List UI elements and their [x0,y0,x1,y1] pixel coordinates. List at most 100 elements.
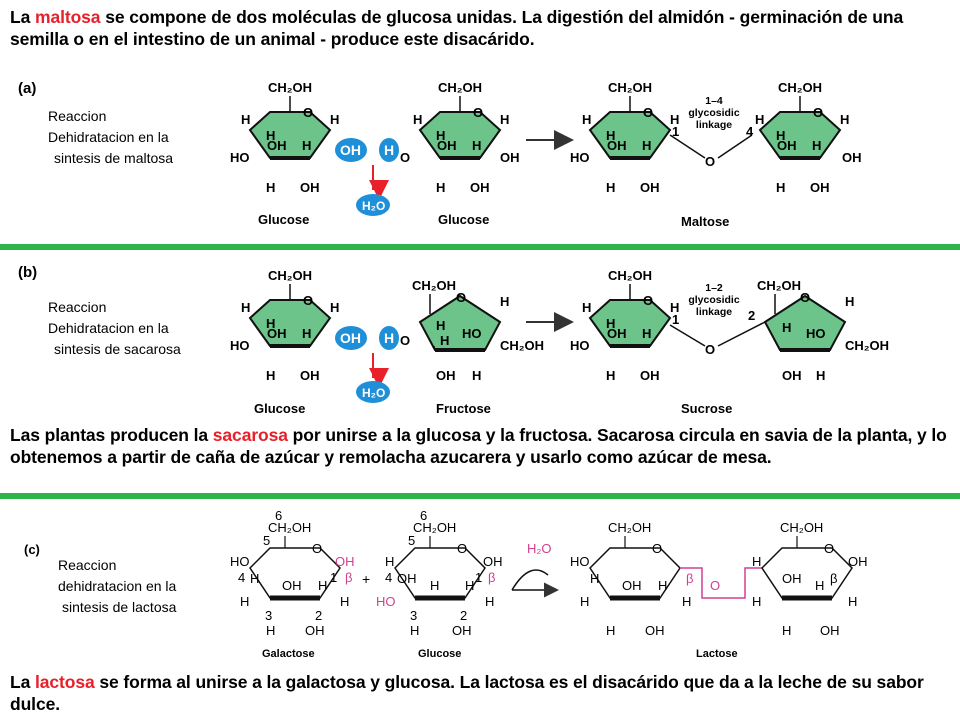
water-arc-arrow-c [511,569,549,591]
svg-text:H: H [266,180,275,195]
svg-text:OH: OH [335,554,355,569]
linkage-a-line3: linkage [695,119,733,131]
svg-text:OH: OH [300,368,320,383]
svg-text:H: H [840,112,849,127]
section-b-glucose-label: Glucose [254,401,306,416]
svg-text:H: H [812,138,821,153]
svg-text:β: β [488,570,495,585]
svg-text:CH₂OH: CH₂OH [268,80,312,95]
svg-text:H: H [848,594,857,609]
svg-text:OH: OH [282,578,302,593]
svg-text:6: 6 [275,508,282,523]
divider-top [0,244,960,250]
svg-text:HO: HO [376,594,396,609]
svg-text:4: 4 [385,570,392,585]
svg-text:CH₂OH: CH₂OH [438,80,482,95]
svg-text:O: O [400,150,410,165]
svg-text:4: 4 [746,124,754,139]
svg-text:OH: OH [782,571,802,586]
svg-text:H: H [413,112,422,127]
svg-text:H: H [500,294,509,309]
svg-text:H: H [582,300,591,315]
svg-text:OH: OH [437,138,457,153]
svg-text:OH: OH [267,326,287,341]
svg-text:O: O [457,541,467,556]
svg-text:HO: HO [462,326,482,341]
svg-text:H: H [436,180,445,195]
section-b-sucrose-label: Sucrose [681,401,733,416]
svg-text:3: 3 [265,608,272,623]
outro-text-start: La [10,672,35,692]
svg-text:OH: OH [820,623,840,638]
intro-paragraph: La maltosa se compone de dos moléculas d… [10,6,955,50]
intro-keyword-maltosa: maltosa [35,7,101,27]
middle-text-end: por unirse a la glucosa y la fructosa. S… [10,425,947,467]
svg-text:OH: OH [622,578,642,593]
linkage-b-line1: 1–2 [705,282,723,294]
svg-text:H: H [302,326,311,341]
svg-text:H: H [845,294,854,309]
svg-text:OH: OH [470,180,490,195]
section-a-linkage-label: 1–4 glycosidic linkage [684,95,744,131]
svg-text:CH₂OH: CH₂OH [778,80,822,95]
svg-text:HO: HO [570,338,590,353]
svg-text:O: O [705,154,715,169]
svg-text:OH: OH [483,554,503,569]
svg-text:OH: OH [842,150,862,165]
svg-text:H: H [472,138,481,153]
svg-text:CH₂OH: CH₂OH [780,520,823,535]
svg-text:H: H [580,594,589,609]
svg-text:H: H [472,368,481,383]
section-a-desc-line3: sintesis de maltosa [54,150,174,166]
svg-text:CH₂OH: CH₂OH [268,268,312,283]
hydrogen-label-a: H [384,142,394,158]
svg-text:O: O [473,105,483,120]
svg-text:CH₂OH: CH₂OH [412,278,456,293]
section-b-desc-line2: Dehidratacion en la [48,320,169,336]
svg-text:CH₂OH: CH₂OH [268,520,311,535]
svg-text:H: H [241,112,250,127]
section-c-desc-line3: sintesis de lactosa [62,599,177,615]
svg-text:H: H [782,623,791,638]
svg-text:O: O [400,333,410,348]
svg-text:4: 4 [238,570,245,585]
svg-text:2: 2 [460,608,467,623]
svg-text:O: O [643,293,653,308]
svg-text:β: β [345,570,352,585]
section-b-fructose-label: Fructose [436,401,491,416]
section-a-glucose1-label: Glucose [258,212,310,227]
svg-text:H: H [430,578,439,593]
svg-text:1: 1 [475,570,482,585]
svg-text:H: H [440,333,449,348]
svg-text:O: O [652,541,662,556]
svg-text:2: 2 [315,608,322,623]
section-c-galactose-label: Galactose [262,648,315,660]
svg-text:OH: OH [607,326,627,341]
svg-text:β: β [830,571,837,586]
svg-text:OH: OH [305,623,325,638]
middle-keyword-sacarosa: sacarosa [212,425,288,445]
svg-text:H: H [682,594,691,609]
svg-text:O: O [303,293,313,308]
svg-text:1: 1 [672,312,679,327]
svg-text:OH: OH [500,150,520,165]
svg-text:O: O [705,342,715,357]
hydrogen-blue-circle-b [379,326,399,350]
hydroxyl-label-b: OH [340,330,361,346]
section-b-description: Reaccion Dehidratacion en la sintesis de… [48,297,181,360]
svg-text:H: H [590,571,599,586]
section-c-glucose-label: Glucose [418,648,462,660]
svg-text:H: H [642,326,651,341]
svg-text:H: H [330,300,339,315]
svg-text:H: H [241,300,250,315]
svg-text:H: H [752,554,761,569]
svg-text:O: O [813,105,823,120]
svg-text:OH: OH [640,180,660,195]
svg-text:CH₂OH: CH₂OH [500,338,544,353]
section-a-desc-line2: Dehidratacion en la [48,129,169,145]
